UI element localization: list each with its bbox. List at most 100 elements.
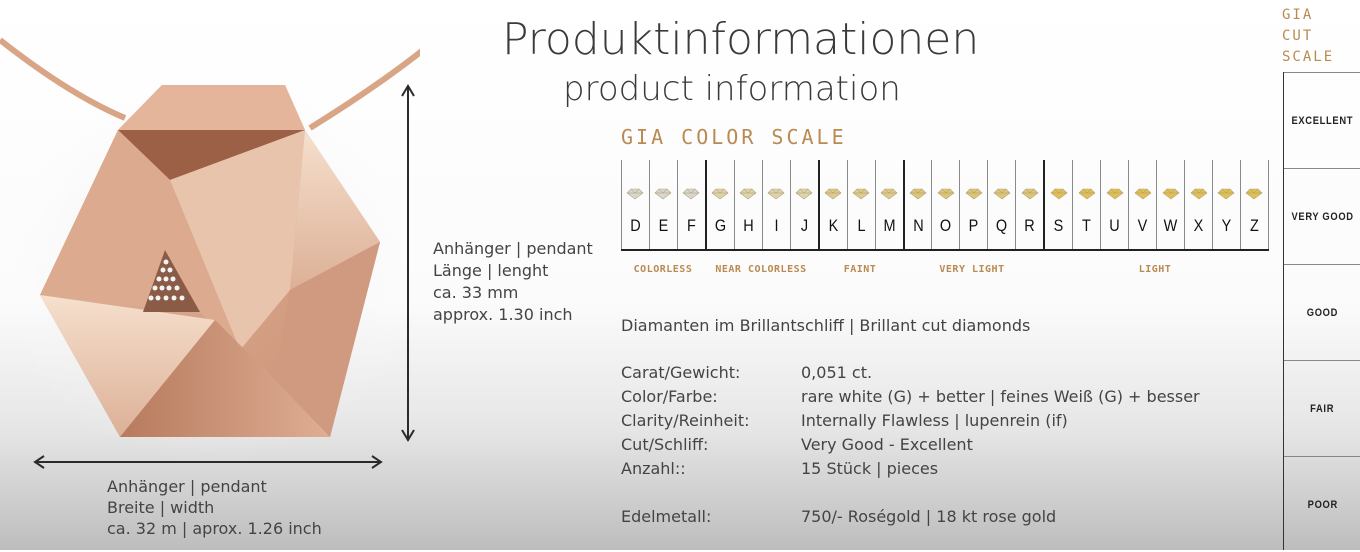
width-arrow-icon (33, 455, 383, 469)
diamond-icon (1190, 188, 1207, 200)
detail-value: rare white (G) + better | feines Weiß (G… (801, 387, 1200, 406)
height-arrow-icon (401, 84, 415, 442)
detail-label: Color/Farbe: (621, 387, 718, 406)
color-group-label: LIGHT (1138, 264, 1172, 275)
color-grade-letter: F (686, 216, 696, 235)
color-grade-letter: Y (1221, 216, 1232, 235)
cut-scale-title: GIA CUT SCALE (1282, 5, 1334, 68)
cut-grade-excellent: EXCELLENT (1284, 72, 1360, 168)
color-grade-p: P (959, 160, 987, 249)
cut-scale: EXCELLENT VERY GOOD GOOD FAIR POOR (1283, 72, 1360, 550)
color-grade-letter: H (743, 216, 754, 235)
cut-grade-very-good: VERY GOOD (1284, 168, 1360, 264)
color-grade-e: E (648, 160, 677, 249)
color-grade-letter: J (800, 216, 808, 235)
metal-label: Edelmetall: (621, 507, 712, 526)
height-dimension: Anhänger | pendant Länge | lenght ca. 33… (433, 238, 593, 326)
color-grade-letter: E (658, 216, 669, 235)
diamond-icon (767, 188, 785, 200)
color-grade-u: U (1100, 160, 1128, 249)
width-line-3: ca. 32 m | aprox. 1.26 inch (107, 519, 322, 538)
page-title: Produktinformationen (502, 14, 980, 65)
detail-label: Cut/Schliff: (621, 435, 709, 454)
color-grade-z: Z (1239, 160, 1269, 249)
cut-grade-good: GOOD (1284, 264, 1360, 360)
color-grade-n: N (902, 160, 932, 249)
diamond-icon (654, 188, 672, 200)
detail-value: 0,051 ct. (801, 363, 873, 382)
color-grade-letter: N (912, 216, 924, 235)
color-grade-y: Y (1212, 160, 1240, 249)
color-grade-t: T (1072, 160, 1100, 249)
diamond-icon (682, 188, 700, 200)
color-grade-i: I (761, 160, 790, 249)
height-line-3: ca. 33 mm (433, 283, 519, 302)
details-intro: Diamanten im Brillantschliff | Brillant … (621, 316, 1031, 335)
facet-right-light (290, 130, 380, 290)
diamond-icon (739, 188, 757, 200)
color-grade-o: O (931, 160, 959, 249)
diamond-icon (1078, 188, 1096, 200)
diamond-icon (909, 188, 927, 200)
cut-title-line: GIA (1282, 7, 1314, 23)
diamond-icon (1218, 188, 1235, 200)
color-grade-g: G (704, 160, 734, 249)
diamond-icon (824, 188, 842, 200)
color-grade-letter: P (969, 216, 979, 235)
diamond-icon (1245, 188, 1263, 200)
cut-grade-label: VERY GOOD (1291, 210, 1354, 223)
facet-center (170, 130, 305, 350)
color-grade-d: D (621, 160, 649, 249)
height-line-1: Anhänger | pendant (433, 239, 593, 258)
color-grade-v: V (1128, 160, 1156, 249)
detail-label: Carat/Gewicht: (621, 363, 741, 382)
detail-value: 15 Stück | pieces (801, 459, 939, 478)
color-grade-h: H (733, 160, 762, 249)
cut-grade-fair: FAIR (1284, 360, 1360, 456)
detail-value: Very Good - Excellent (801, 435, 973, 454)
color-group-label: COLORLESS (633, 264, 693, 275)
facet-bottom-left (40, 295, 215, 437)
color-grade-w: W (1156, 160, 1184, 249)
cut-title-line: SCALE (1282, 49, 1335, 65)
diamond-icon (937, 188, 955, 200)
color-grade-f: F (676, 160, 705, 249)
facet-right-low (275, 242, 380, 437)
color-grade-j: J (789, 160, 818, 249)
color-grade-letter: Z (1250, 216, 1259, 235)
color-grade-letter: Q (996, 216, 1008, 235)
color-grade-letter: L (857, 216, 866, 235)
diamond-icon (1134, 188, 1152, 200)
color-grade-letter: S (1053, 216, 1064, 235)
color-grade-s: S (1043, 160, 1072, 249)
metal-value: 750/- Roségold | 18 kt rose gold (801, 507, 1057, 526)
pave-diamonds (148, 259, 185, 301)
color-grade-letter: U (1109, 216, 1120, 235)
page-subtitle: product information (563, 69, 901, 109)
color-grade-letter: R (1024, 216, 1036, 235)
cut-grade-label: FAIR (1310, 402, 1335, 415)
color-grade-q: Q (987, 160, 1015, 249)
color-grade-letter: K (828, 216, 838, 235)
color-grade-letter: O (940, 216, 952, 235)
color-grade-k: K (817, 160, 847, 249)
width-line-2: Breite | width (107, 498, 215, 517)
detail-label: Clarity/Reinheit: (621, 411, 750, 430)
color-grade-letter: M (883, 216, 896, 235)
color-grade-x: X (1184, 160, 1212, 249)
color-group-label: VERY LIGHT (939, 264, 1005, 275)
color-group-label: NEAR COLORLESS (715, 264, 807, 275)
height-line-4: approx. 1.30 inch (433, 305, 573, 324)
width-dimension: Anhänger | pendant Breite | width ca. 32… (107, 476, 322, 539)
cut-grade-poor: POOR (1284, 456, 1360, 552)
diamond-icon (1050, 188, 1068, 200)
color-grade-r: R (1015, 160, 1043, 249)
height-line-2: Länge | lenght (433, 261, 549, 280)
facet-top (118, 85, 305, 130)
cut-grade-label: GOOD (1306, 306, 1339, 319)
color-grade-letter: G (714, 216, 726, 235)
color-group-label: FAINT (843, 264, 877, 275)
color-grade-letter: X (1193, 216, 1204, 235)
diamond-icon (795, 188, 813, 200)
